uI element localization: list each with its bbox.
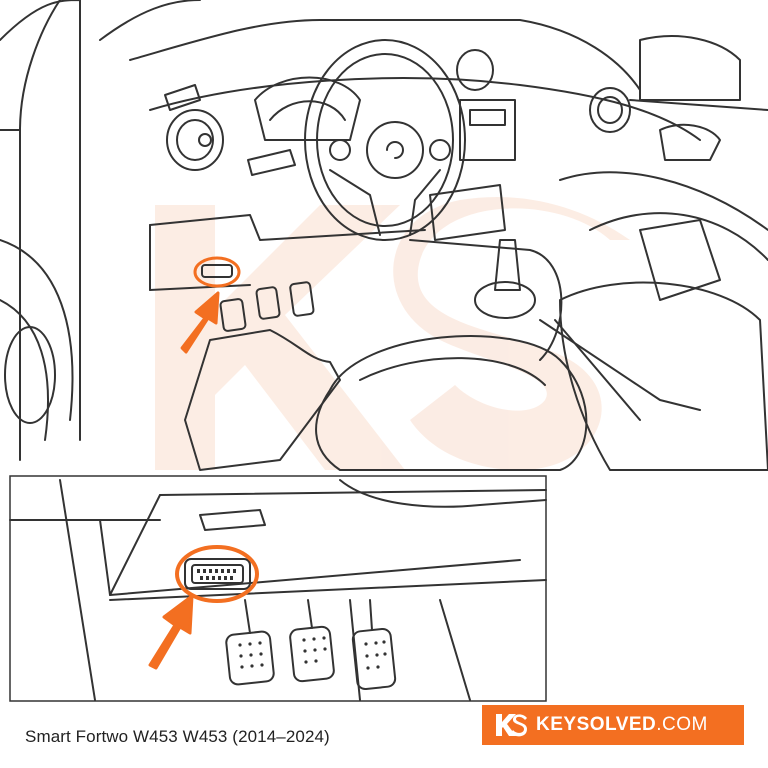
obd-port-highlight-inset: [175, 545, 259, 603]
ks-watermark: [155, 196, 630, 471]
vehicle-caption: Smart Fortwo W453 W453 (2014–2024): [25, 727, 330, 746]
brand-name: KEYSOLVED.COM: [536, 714, 708, 736]
brand-banner: KEYSOLVED.COM: [482, 705, 744, 745]
brand-name-domain: .COM: [656, 714, 708, 735]
arrow-icon-inset: [148, 594, 194, 670]
arrow-icon-top: [180, 291, 220, 354]
brand-name-bold: KEYSOLVED: [536, 714, 657, 735]
obd-port-highlight-top: [193, 256, 241, 288]
ks-logo-icon: [496, 714, 527, 737]
inset-detail-panel: [9, 475, 547, 702]
